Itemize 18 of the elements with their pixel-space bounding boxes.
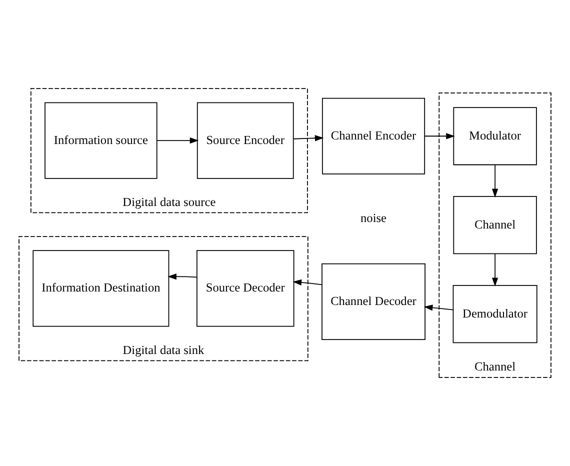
arrow [492, 253, 498, 287]
label: noise [360, 211, 387, 226]
node-box: Information Destination [32, 250, 170, 327]
arrow [292, 279, 322, 286]
arrow [424, 304, 454, 311]
arrow [156, 137, 199, 144]
node-box: Demodulator [452, 284, 538, 344]
arrow [424, 133, 455, 140]
arrow [492, 164, 498, 198]
arrow [293, 135, 324, 142]
arrow [168, 274, 198, 280]
node-box: Modulator [453, 107, 537, 166]
node-box: Source Encoder [196, 102, 294, 179]
node-box: Source Decoder [196, 250, 294, 327]
node-box: Channel Encoder [322, 98, 426, 174]
node-box: Channel Decoder [322, 263, 426, 340]
node-box: Channel [453, 196, 537, 254]
node-box: Information source [44, 102, 158, 179]
